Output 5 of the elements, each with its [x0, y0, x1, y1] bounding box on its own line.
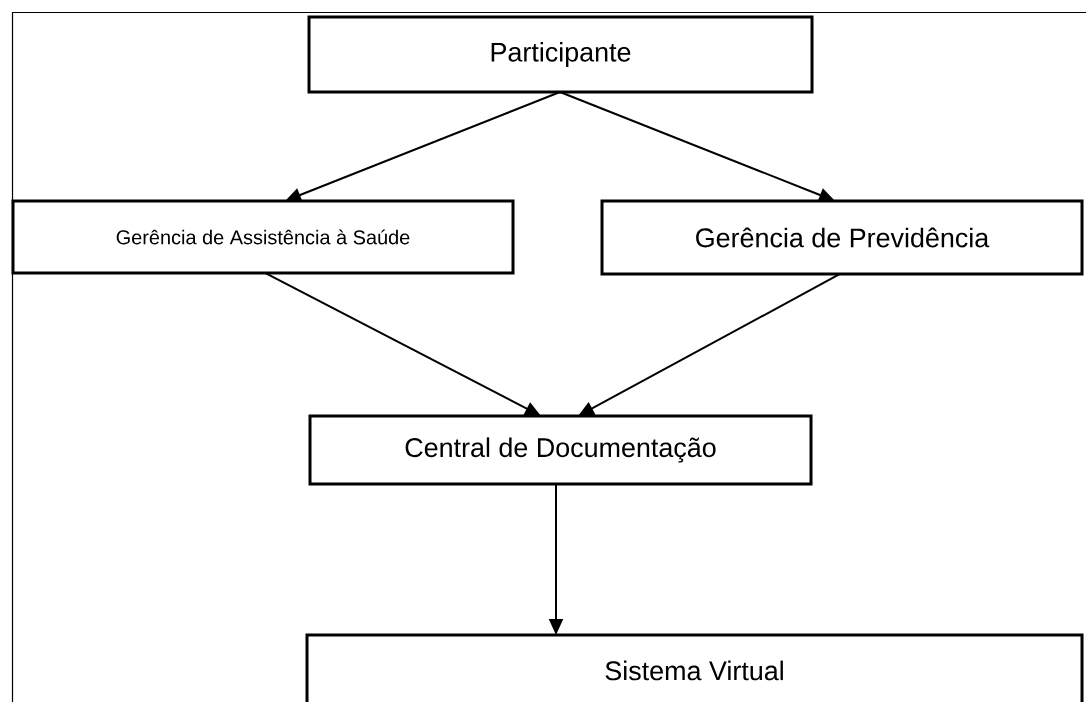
process-box: Gerência de Assistência à Saúde: [11, 199, 515, 275]
process-box: Central de Documentação: [308, 414, 813, 486]
process-box: Participante: [307, 15, 814, 94]
process-box: Gerência de Previdência: [600, 199, 1084, 276]
process-box: Sistema Virtual: [305, 633, 1084, 702]
